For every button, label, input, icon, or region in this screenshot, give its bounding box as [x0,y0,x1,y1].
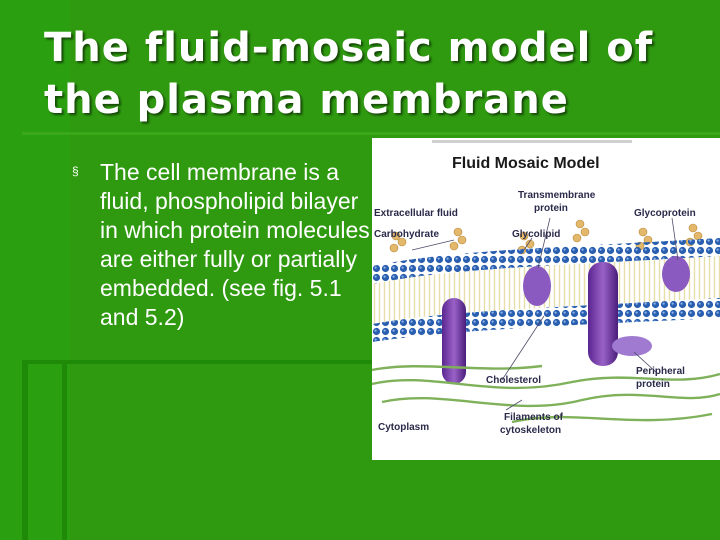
label-cytoplasm: Cytoplasm [378,422,429,433]
background-stripe-2 [22,360,28,540]
label-carbohydrate: Carbohydrate [374,229,439,240]
figure-source-text [432,140,632,143]
label-filaments-line-2: cytoskeleton [500,425,561,436]
membrane-proteins [442,256,690,384]
cytoskeleton-filaments [372,364,720,424]
label-transmembrane-protein-line-2: protein [534,203,568,214]
label-leader-lines [411,217,679,411]
label-peripheral-protein-line-2: protein [636,379,670,390]
slide-title-line-1: The fluid-mosaic model of [44,25,654,71]
label-glycoprotein: Glycoprotein [634,208,696,219]
slide-title: The fluid-mosaic model of the plasma mem… [44,22,704,126]
background-rule [22,360,374,364]
bullet-text: The cell membrane is a fluid, phospholip… [100,159,370,330]
fluid-mosaic-figure: Fluid Mosaic Model [372,138,720,460]
carbohydrate-chains [389,219,703,255]
background-stripe-3 [62,360,67,540]
label-peripheral-protein-line-1: Peripheral [636,366,685,377]
label-cholesterol: Cholesterol [486,375,541,386]
membrane-diagram: Fluid Mosaic Model [372,138,720,460]
label-filaments-line-1: Filaments of [504,412,564,423]
slide-title-line-2: the plasma membrane [44,77,569,123]
bullet-item: § The cell membrane is a fluid, phosphol… [72,158,372,332]
bullet-marker: § [72,164,79,178]
label-glycolipid: Glycolipid [512,229,560,240]
label-transmembrane-protein-line-1: Transmembrane [518,190,596,201]
figure-title: Fluid Mosaic Model [452,155,600,172]
background-stripe-1 [0,0,70,540]
background-rule-top [22,132,720,135]
label-extracellular-fluid: Extracellular fluid [374,208,458,219]
